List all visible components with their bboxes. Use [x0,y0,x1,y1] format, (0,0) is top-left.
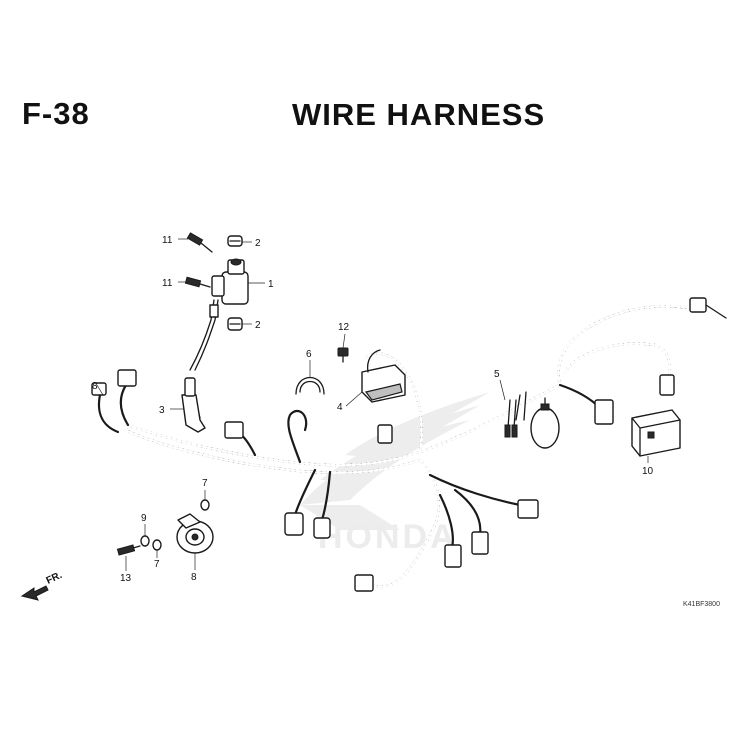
diagram-title: WIRE HARNESS [292,97,546,132]
figure-number: F-38 [22,96,90,131]
callout-12: 12 [338,322,350,333]
callout-6: 6 [306,349,312,360]
callout-2-lower: 2 [255,320,261,331]
callout-9: 9 [141,513,147,524]
grommet-2-lower [227,317,243,331]
callout-13: 13 [120,573,132,584]
nut-7-upper [200,499,210,511]
callout-11-upper: 11 [162,235,173,246]
harness-connectors [91,297,727,592]
bolt-12 [337,347,349,363]
bolt-11-upper [186,232,213,253]
callout-10: 10 [642,466,654,477]
ignition-coil [189,258,249,371]
washer-9 [140,535,150,547]
callout-8-harness: 8 [92,381,98,392]
callout-7-upper: 7 [202,478,208,489]
horn [176,513,214,554]
leader-lines [96,238,649,571]
callout-8-horn: 8 [191,572,197,583]
callout-1: 1 [268,279,274,290]
harness-clamp [295,377,325,395]
nut-7-lower [152,539,162,551]
wire-harness-main [97,304,692,589]
drawing-code: K41BF3800 [683,601,720,608]
watermark-brand: HONDA [318,518,458,556]
callout-5: 5 [494,369,500,380]
relay-unit [361,349,406,403]
control-unit [631,409,681,457]
spark-plug-cap [181,377,206,433]
callout-7-lower: 7 [154,559,160,570]
callout-2-upper: 2 [255,238,261,249]
callout-11-lower: 11 [162,278,173,289]
fr-label: FR. [45,570,64,587]
front-direction-arrow: FR. [20,570,64,601]
bolt-11-lower [184,276,211,288]
callout-numbers: 11 11 2 2 1 3 4 5 6 12 10 7 9 7 8 13 8 [92,235,654,584]
callout-4: 4 [337,402,343,413]
bolt-13 [116,544,141,556]
callout-3: 3 [159,405,165,416]
grommet-2-upper [227,235,243,247]
